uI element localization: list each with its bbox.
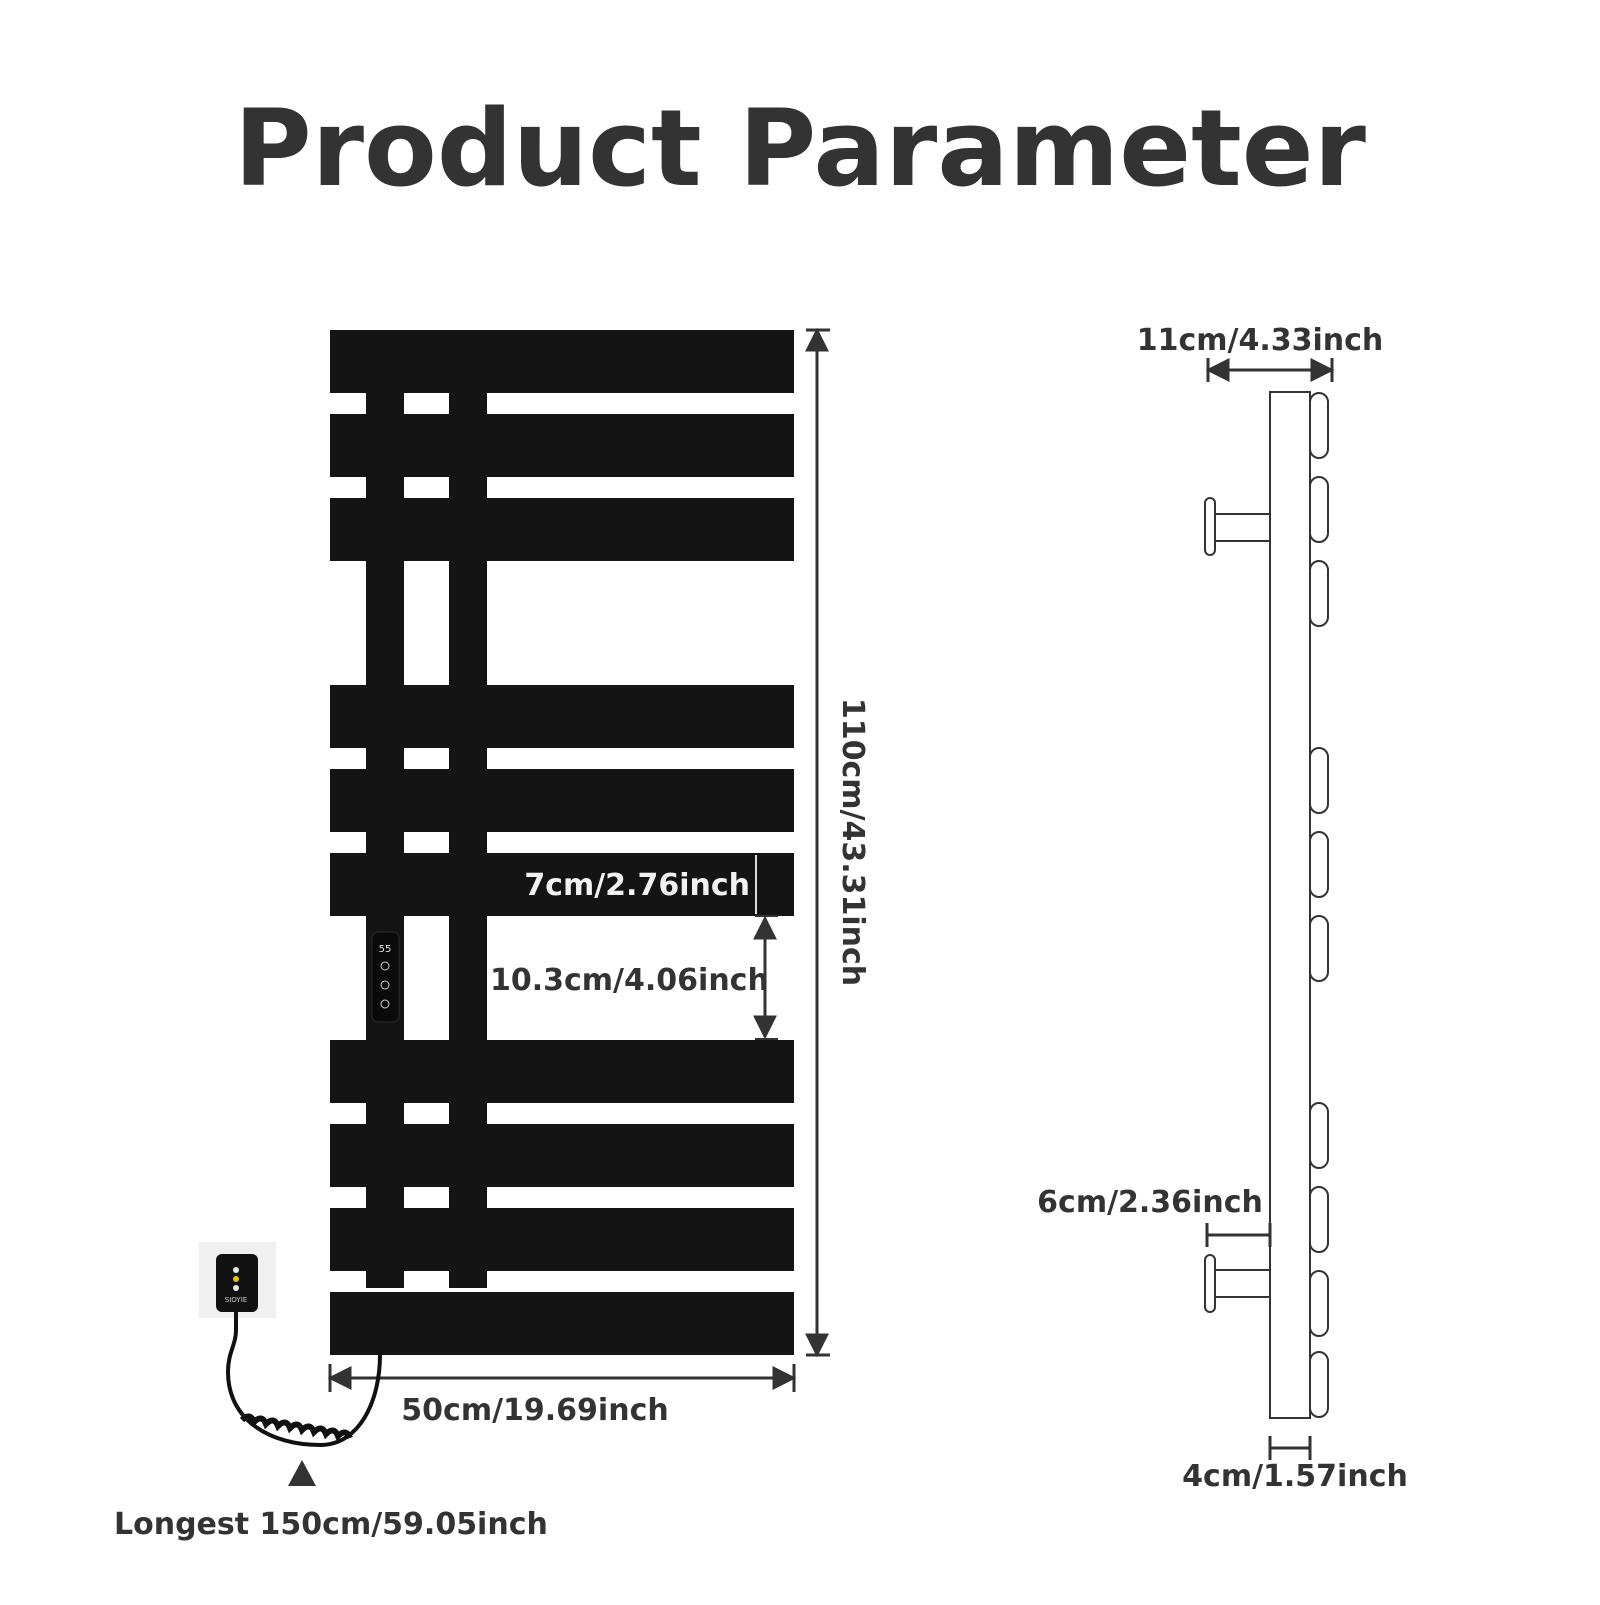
power-button-icon[interactable] <box>380 999 390 1009</box>
plug-led-icon <box>233 1267 239 1273</box>
side-bar-profile <box>1309 476 1329 543</box>
side-bar-profile <box>1309 1270 1329 1337</box>
side-bar-profiles <box>1309 392 1329 1418</box>
plug-body <box>216 1254 258 1312</box>
thickness-label: 4cm/1.57inch <box>1182 1459 1408 1494</box>
bracket-label: 6cm/2.36inch <box>1037 1185 1263 1220</box>
control-panel: 55 <box>371 931 400 1023</box>
side-view: 11cm/4.33inch 6cm/2.36inch 4cm/1.57inch <box>1037 323 1408 1494</box>
front-view: 55 7cm/2.76inch 10.3cm/4.06inch 110cm/43… <box>114 327 870 1542</box>
mode-button-icon[interactable] <box>380 980 390 990</box>
control-display: 55 <box>379 944 392 955</box>
horizontal-bars <box>330 330 794 1355</box>
horizontal-bar <box>330 1208 794 1271</box>
plug-brand: SIOYIE <box>225 1296 247 1304</box>
side-bar-profile <box>1309 1186 1329 1253</box>
cable <box>225 1312 382 1448</box>
side-column <box>1269 391 1311 1419</box>
cable-arrow-icon <box>288 1460 316 1486</box>
horizontal-bar <box>330 1124 794 1187</box>
side-bar-profile <box>1309 1102 1329 1169</box>
width-label: 50cm/19.69inch <box>401 1393 668 1428</box>
depth-label: 11cm/4.33inch <box>1137 323 1384 358</box>
plug-led-icon <box>233 1276 239 1282</box>
side-bar-profile <box>1309 560 1329 627</box>
wall-plug: SIOYIE <box>199 1242 276 1318</box>
gap-label: 10.3cm/4.06inch <box>490 963 769 998</box>
side-bar-profile <box>1309 1351 1329 1418</box>
horizontal-bar <box>330 330 794 393</box>
control-panel-body <box>371 931 400 1023</box>
wall-bracket-bottom <box>1204 1254 1271 1313</box>
side-bar-profile <box>1309 915 1329 982</box>
timer-button-icon[interactable] <box>380 961 390 971</box>
side-bar-profile <box>1309 831 1329 898</box>
plug-led-icon <box>233 1285 239 1291</box>
horizontal-bar <box>330 769 794 832</box>
horizontal-bar <box>330 414 794 477</box>
page-title: Product Parameter <box>234 87 1366 210</box>
wall-bracket-top <box>1204 497 1271 556</box>
coiled-cable <box>239 1413 353 1442</box>
height-label: 110cm/43.31inch <box>835 698 870 986</box>
side-bar-profile <box>1309 392 1329 459</box>
horizontal-bar <box>330 685 794 748</box>
horizontal-bar <box>330 498 794 561</box>
horizontal-bar <box>330 1292 794 1355</box>
cable-length-label: Longest 150cm/59.05inch <box>114 1507 548 1542</box>
bar-height-label: 7cm/2.76inch <box>524 868 750 903</box>
horizontal-bar <box>330 1040 794 1103</box>
side-bar-profile <box>1309 747 1329 814</box>
horizontal-bar <box>330 853 794 916</box>
